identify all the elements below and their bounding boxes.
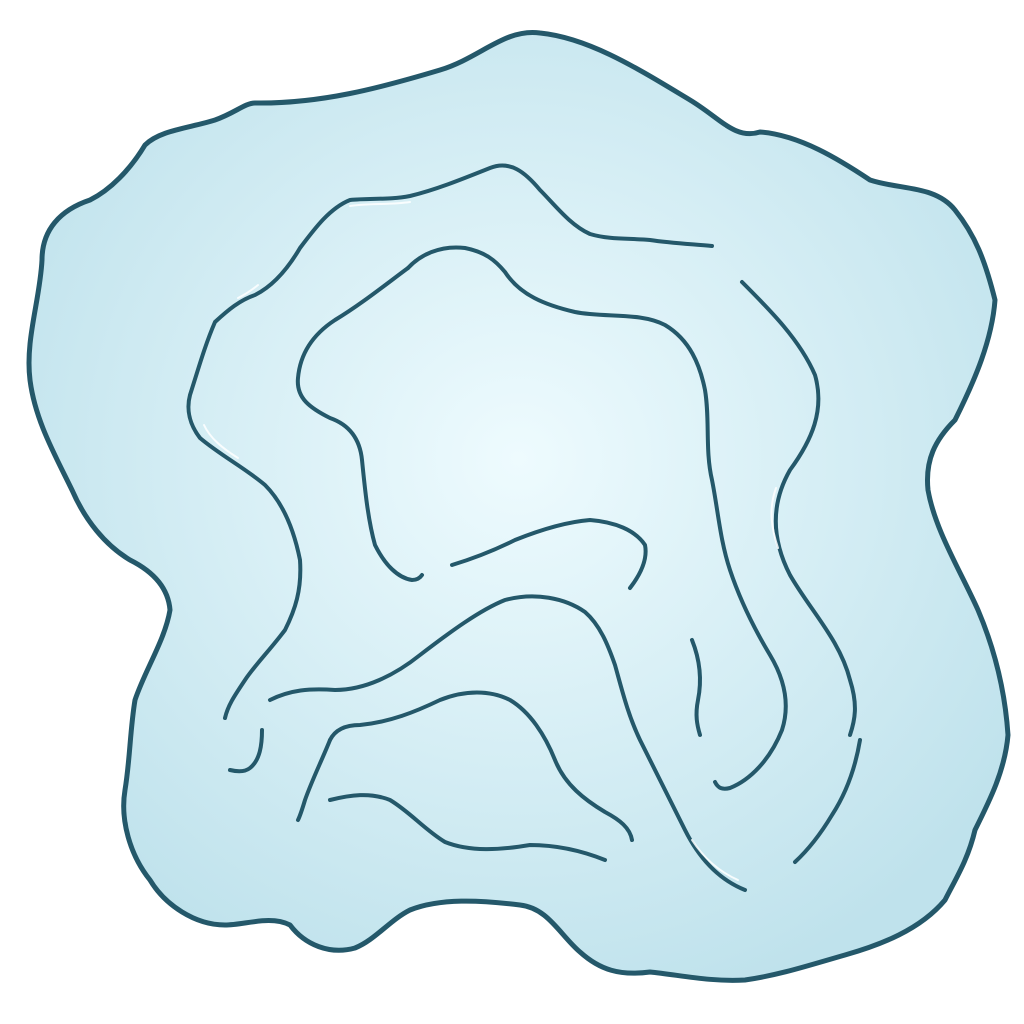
ice-highlight-corner: [237, 284, 259, 299]
ice-highlight-right: [770, 487, 779, 549]
crack-outer-right-lower: [793, 738, 862, 864]
crack-outer-arc: [740, 280, 857, 737]
crack-lower-bowl: [328, 690, 634, 842]
ice-highlight-top: [349, 201, 411, 207]
ice-highlight-bottom: [691, 839, 739, 881]
crack-middle-drip: [690, 638, 702, 737]
crack-outer-hook: [228, 728, 264, 774]
crack-middle-left: [295, 266, 424, 582]
ice-highlight-left: [203, 424, 239, 459]
crack-lower-wave: [268, 594, 747, 892]
crack-middle-inner-hook: [450, 518, 648, 590]
crack-lower-left-stem: [296, 738, 332, 822]
crack-lower-tail: [328, 793, 607, 862]
crack-outer-top: [186, 163, 714, 720]
crack-middle-loop: [406, 245, 788, 791]
ice-outer-outline: [26, 29, 1011, 983]
